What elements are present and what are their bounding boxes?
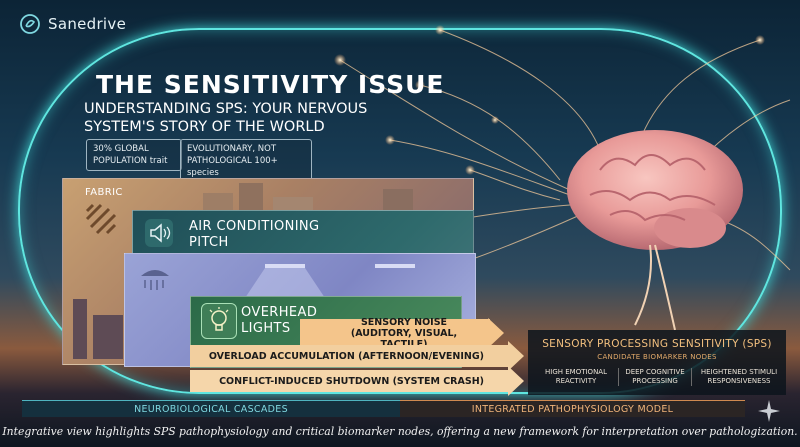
arrow-sensory-noise: SENSORY NOISE (AUDITORY, VISUAL, TACTILE…	[300, 316, 504, 350]
arrow-overload-text: OVERLOAD ACCUMULATION (AFTERNOON/EVENING…	[208, 350, 484, 362]
arrow-sensory-noise-text: SENSORY NOISE (AUDITORY, VISUAL, TACTILE…	[350, 316, 458, 350]
factory-silhouette	[73, 299, 123, 359]
arrow-overload-accumulation: OVERLOAD ACCUMULATION (AFTERNOON/EVENING…	[190, 341, 524, 371]
sps-summary-box: SENSORY PROCESSING SENSITIVITY (SPS) CAN…	[528, 330, 786, 395]
panel-overhead-label: OVERHEAD LIGHTS	[241, 305, 318, 336]
ceiling-lamps	[245, 264, 415, 298]
sps-subtitle: CANDIDATE BIOMARKER NODES	[597, 353, 717, 361]
brain-icon	[567, 130, 743, 331]
stat-badge-evolutionary: EVOLUTIONARY, NOT PATHOLOGICAL 100+ spec…	[180, 139, 312, 183]
stat-badge-population: 30% GLOBAL POPULATION trait	[86, 139, 182, 171]
brand[interactable]: Sanedrive	[20, 14, 126, 34]
panel-fabric-label: FABRIC	[85, 187, 123, 198]
brand-name: Sanedrive	[48, 15, 127, 33]
glowing-capsule-frame	[18, 28, 782, 394]
arrow-conflict-shutdown: CONFLICT-INDUCED SHUTDOWN (SYSTEM CRASH)	[190, 366, 524, 396]
biomarker-node-cognitive: DEEP COGNITIVE PROCESSING	[618, 368, 692, 386]
page-title: THE SENSITIVITY ISSUE	[96, 70, 445, 99]
sps-title: SENSORY PROCESSING SENSITIVITY (SPS)	[542, 338, 772, 350]
arrow-shutdown-text: CONFLICT-INDUCED SHUTDOWN (SYSTEM CRASH)	[219, 375, 484, 387]
sparkle-icon	[758, 400, 780, 422]
biomarker-node-stimuli: HEIGHTENED STIMULI RESPONSIVENESS	[700, 368, 778, 385]
footer-bar-neurobiological: NEUROBIOLOGICAL CASCADES	[22, 400, 400, 417]
footer-bar-pathophysiology: INTEGRATED PATHOPHYSIOLOGY MODEL	[400, 400, 745, 417]
panel-ac-label: AIR CONDITIONING PITCH	[189, 219, 320, 250]
page-subtitle: UNDERSTANDING SPS: YOUR NERVOUS SYSTEM'S…	[84, 101, 368, 135]
sanedrive-logo-icon	[20, 14, 40, 34]
ceiling-light-icon	[141, 270, 169, 290]
caption: Integrative view highlights SPS pathophy…	[2, 425, 798, 438]
speaker-icon	[150, 223, 171, 243]
biomarker-node-emotional: HIGH EMOTIONAL REACTIVITY	[545, 368, 607, 385]
fabric-icon	[85, 203, 117, 235]
lightbulb-icon	[209, 307, 229, 331]
